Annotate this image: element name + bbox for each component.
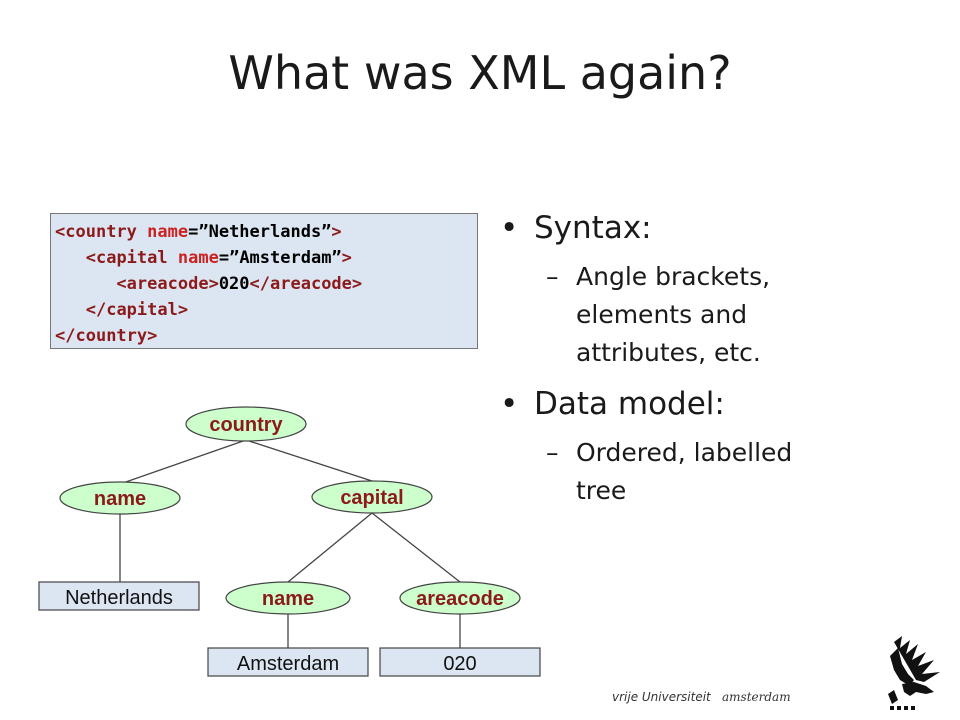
footer-university: vrije Universiteit: [612, 690, 711, 704]
sub-bullet-line: attributes, etc.: [576, 338, 761, 367]
bullet-marker: •: [500, 210, 519, 246]
code-token: 020: [218, 274, 250, 294]
tree-leaf-020: 020: [379, 647, 541, 677]
node-ellipse: [225, 581, 351, 615]
code-token: capital: [95, 248, 168, 268]
leaf-label: Netherlands: [65, 587, 173, 609]
tree-leaf-netherlands: Netherlands: [38, 581, 200, 611]
edge-country-name: [119, 439, 247, 485]
leaf-box: [207, 647, 369, 677]
code-token: >: [351, 274, 363, 294]
code-token: ”Amsterdam”: [229, 248, 342, 268]
tree-node-capital: capital: [311, 480, 433, 514]
code-token: </: [85, 300, 107, 320]
sub-bullet-line: tree: [576, 476, 627, 505]
code-token: country: [65, 222, 137, 242]
code-token: </: [249, 274, 271, 294]
leaf-label: Amsterdam: [237, 653, 339, 675]
code-token: >: [177, 300, 189, 320]
leaf-box: [379, 647, 541, 677]
code-token: ”Netherlands”: [198, 222, 332, 242]
bullet-text: Data model:: [534, 386, 725, 422]
code-line-5: </country>: [55, 323, 473, 349]
sub-bullet-syntax: –Angle brackets, elements and attributes, …: [498, 258, 938, 372]
code-token: >: [341, 248, 352, 268]
tree-node-name: name: [59, 481, 181, 515]
code-token: <: [116, 274, 127, 294]
node-label: name: [262, 588, 314, 610]
node-label: areacode: [416, 588, 504, 610]
code-token: </: [55, 326, 76, 346]
tree-node-areacode: areacode: [399, 581, 521, 615]
slide-title: What was XML again?: [228, 46, 732, 100]
leaf-label: 020: [443, 653, 476, 675]
node-label: country: [209, 414, 283, 436]
edge-capital-areacode: [371, 512, 461, 583]
sub-bullet-line: elements and: [576, 300, 748, 329]
code-token: name: [177, 248, 219, 268]
node-ellipse: [185, 406, 307, 442]
node-label: name: [94, 488, 146, 510]
leaf-box: [38, 581, 200, 611]
edge-country-capital: [245, 439, 373, 482]
bullet-data-model: • Data model:: [498, 384, 938, 424]
tree-node-name-2: name: [225, 581, 351, 615]
node-label: capital: [340, 487, 403, 509]
xml-code-box: <country name=”Netherlands”> <capital na…: [50, 213, 478, 349]
tree-node-country: country: [185, 406, 307, 442]
sub-bullet-line: Angle brackets,: [576, 262, 771, 291]
code-token: areacode: [270, 274, 352, 294]
code-line-3: <areacode>020</areacode>: [55, 271, 473, 297]
bullet-text: Syntax:: [534, 210, 652, 246]
node-ellipse: [311, 480, 433, 514]
griffin-logo-icon: [888, 636, 940, 710]
sub-bullet-marker: –: [546, 262, 559, 291]
sub-bullet-marker: –: [546, 438, 559, 467]
code-token: capital: [106, 300, 178, 320]
code-token: name: [147, 222, 189, 242]
code-token: =: [188, 222, 199, 242]
code-token: areacode: [126, 274, 209, 294]
code-token: <: [85, 248, 96, 268]
bullet-syntax: • Syntax:: [498, 208, 938, 248]
tree-edges: [119, 439, 461, 648]
code-token: >: [208, 274, 219, 294]
code-token: <: [55, 222, 66, 242]
node-ellipse: [399, 581, 521, 615]
sub-bullet-line: Ordered, labelled: [576, 438, 793, 467]
sub-bullet-data-model: –Ordered, labelled tree: [498, 434, 938, 510]
tree-leaf-amsterdam: Amsterdam: [207, 647, 369, 677]
code-line-1: <country name=”Netherlands”>: [55, 219, 473, 245]
bullet-marker: •: [500, 386, 519, 422]
code-token: >: [331, 222, 342, 242]
code-token: >: [147, 326, 158, 346]
node-ellipse: [59, 481, 181, 515]
code-token: country: [75, 326, 148, 346]
edge-capital-name: [287, 512, 373, 583]
code-token: =: [218, 248, 230, 268]
code-line-2: <capital name=”Amsterdam”>: [55, 245, 473, 271]
code-line-4: </capital>: [55, 297, 473, 323]
footer-city: amsterdam: [722, 690, 791, 704]
